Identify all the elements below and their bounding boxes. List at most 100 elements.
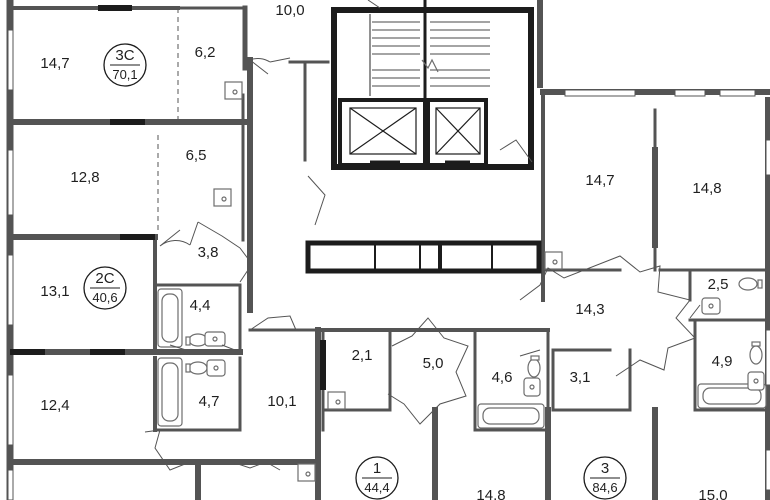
apartment-badge: 384,6 [583,456,627,500]
accents [10,5,326,390]
bathtub-icon [157,357,183,427]
sink-icon [213,188,232,207]
door-swing-icon [159,229,191,247]
basin-drain [212,336,218,342]
window [674,89,706,97]
tub-inner [161,362,179,422]
basin-drain [753,378,759,384]
room-area-label: 12,4 [40,397,69,414]
toilet-bowl [527,358,541,378]
elevator-car [349,107,417,155]
basin-drain [213,365,219,371]
staircase-icon [369,14,490,96]
room-area-label: 6,2 [195,44,216,61]
toilet-tank [757,279,763,289]
sink-icon [204,331,226,347]
bathtub-icon [157,288,183,348]
window [7,149,14,216]
stair-shaft [331,7,534,170]
room-area-label: 14,3 [575,301,604,318]
bathtub-icon [477,403,545,429]
room-area-label: 4,9 [712,353,733,370]
door-swing-icon [499,139,533,163]
stair-direction-arrow [421,58,439,73]
room-area-label: 15,0 [698,487,727,500]
room-area-label: 14,8 [692,180,721,197]
apartment-total-area: 70,1 [112,67,137,82]
elevator-shaft-1 [338,98,427,167]
elevator-icon [349,107,417,155]
window [765,329,770,386]
sink-drain [232,89,238,95]
door-swing-icon [367,0,381,9]
room-area-label: 4,4 [190,297,211,314]
room-area-label: 6,5 [186,147,207,164]
door-swing-icon [307,175,326,226]
apartment-code: 2С [95,270,114,287]
door-swing-icon [269,57,291,63]
elevator-icon [435,107,481,155]
toilet-bowl [749,345,763,365]
sink-icon [224,81,243,100]
sink-icon [523,377,541,397]
room-area-label: 5,0 [423,355,444,372]
apartment-code: 3С [115,47,134,64]
window [7,469,14,500]
door-swing-icon [189,221,253,283]
room-area-label: 13,1 [40,283,69,300]
dashed-partitions [157,8,179,230]
sink-icon [206,359,226,377]
window [7,374,14,446]
apartment-total-area: 40,6 [92,290,117,305]
room-area-label: 3,1 [570,369,591,386]
sink-icon [747,371,765,391]
sink-drain [552,259,558,265]
room-area-label: 2,5 [708,276,729,293]
room-area-label: 14,8 [476,487,505,500]
window [7,29,14,91]
apartment-total-area: 44,4 [364,480,389,495]
toilet-tank [530,355,540,361]
room-area-label: 3,8 [198,244,219,261]
window [765,449,770,491]
room-area-label: 10,0 [275,2,304,19]
sink-icon [701,297,721,315]
apartment-badge: 2С 40,6 [83,266,127,310]
tub-inner [482,407,540,425]
sink-icon [544,251,563,270]
tub-inner [702,387,762,405]
elevator-cross [435,107,481,155]
door-swing-icon [169,344,241,353]
room-area-label: 10,1 [267,393,296,410]
door-swing-icon [231,461,281,471]
window [765,139,770,176]
apartment-code: 3 [601,460,609,477]
toilet-bowl [188,333,208,347]
toilet-bowl [738,277,758,291]
room-area-label: 14,7 [40,55,69,72]
room-area-label: 2,1 [352,347,373,364]
basin-drain [708,303,714,309]
elevator-car [435,107,481,155]
toilet-icon [185,361,208,375]
apartment-badge: 3С 70,1 [103,43,147,87]
elevators [349,107,481,164]
toilet-icon [527,355,541,378]
service-block [305,240,542,274]
door-swing-icon [387,317,469,425]
elevator-cross [349,107,417,155]
room-area-label: 14,7 [585,172,614,189]
window [564,89,636,97]
apartment-badge: 144,4 [355,456,399,500]
sink-icon [297,463,316,482]
door-swing-icon [144,429,191,471]
door-swing-icon [519,255,696,377]
toilet-bowl [188,361,208,375]
room-area-label: 4,6 [492,369,513,386]
sink-drain [305,471,311,477]
toilet-tank [751,341,761,347]
apartment-total-area: 84,6 [592,480,617,495]
